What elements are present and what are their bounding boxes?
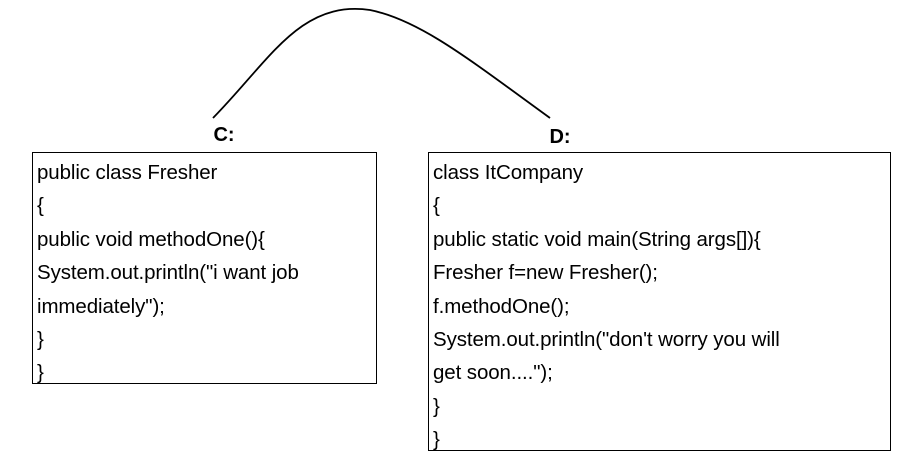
code-line: public class Fresher: [37, 161, 218, 184]
code-line: f.methodOne();: [433, 294, 570, 318]
node-label-c: C:: [213, 124, 235, 146]
code-line: class ItCompany: [433, 161, 584, 184]
code-line: }: [37, 328, 44, 352]
code-line: {: [37, 194, 44, 218]
connector-arc-path: [212, 8, 551, 119]
code-line: Fresher f=new Fresher();: [433, 261, 658, 285]
code-line: get soon....");: [433, 361, 553, 385]
code-line: }: [433, 394, 440, 418]
code-box-fresher: public class Fresher { public void metho…: [32, 152, 377, 384]
code-line: }: [433, 428, 440, 452]
code-line: System.out.println("i want job: [37, 261, 299, 285]
code-line: public void methodOne(){: [37, 227, 265, 251]
code-line: System.out.println("don't worry you will: [433, 328, 780, 352]
code-box-itcompany: class ItCompany { public static void mai…: [428, 152, 891, 451]
code-line: }: [37, 361, 44, 385]
node-label-d: D:: [549, 126, 571, 148]
code-line: immediately");: [37, 294, 165, 318]
code-line: {: [433, 194, 440, 218]
code-line: public static void main(String args[]){: [433, 227, 761, 251]
